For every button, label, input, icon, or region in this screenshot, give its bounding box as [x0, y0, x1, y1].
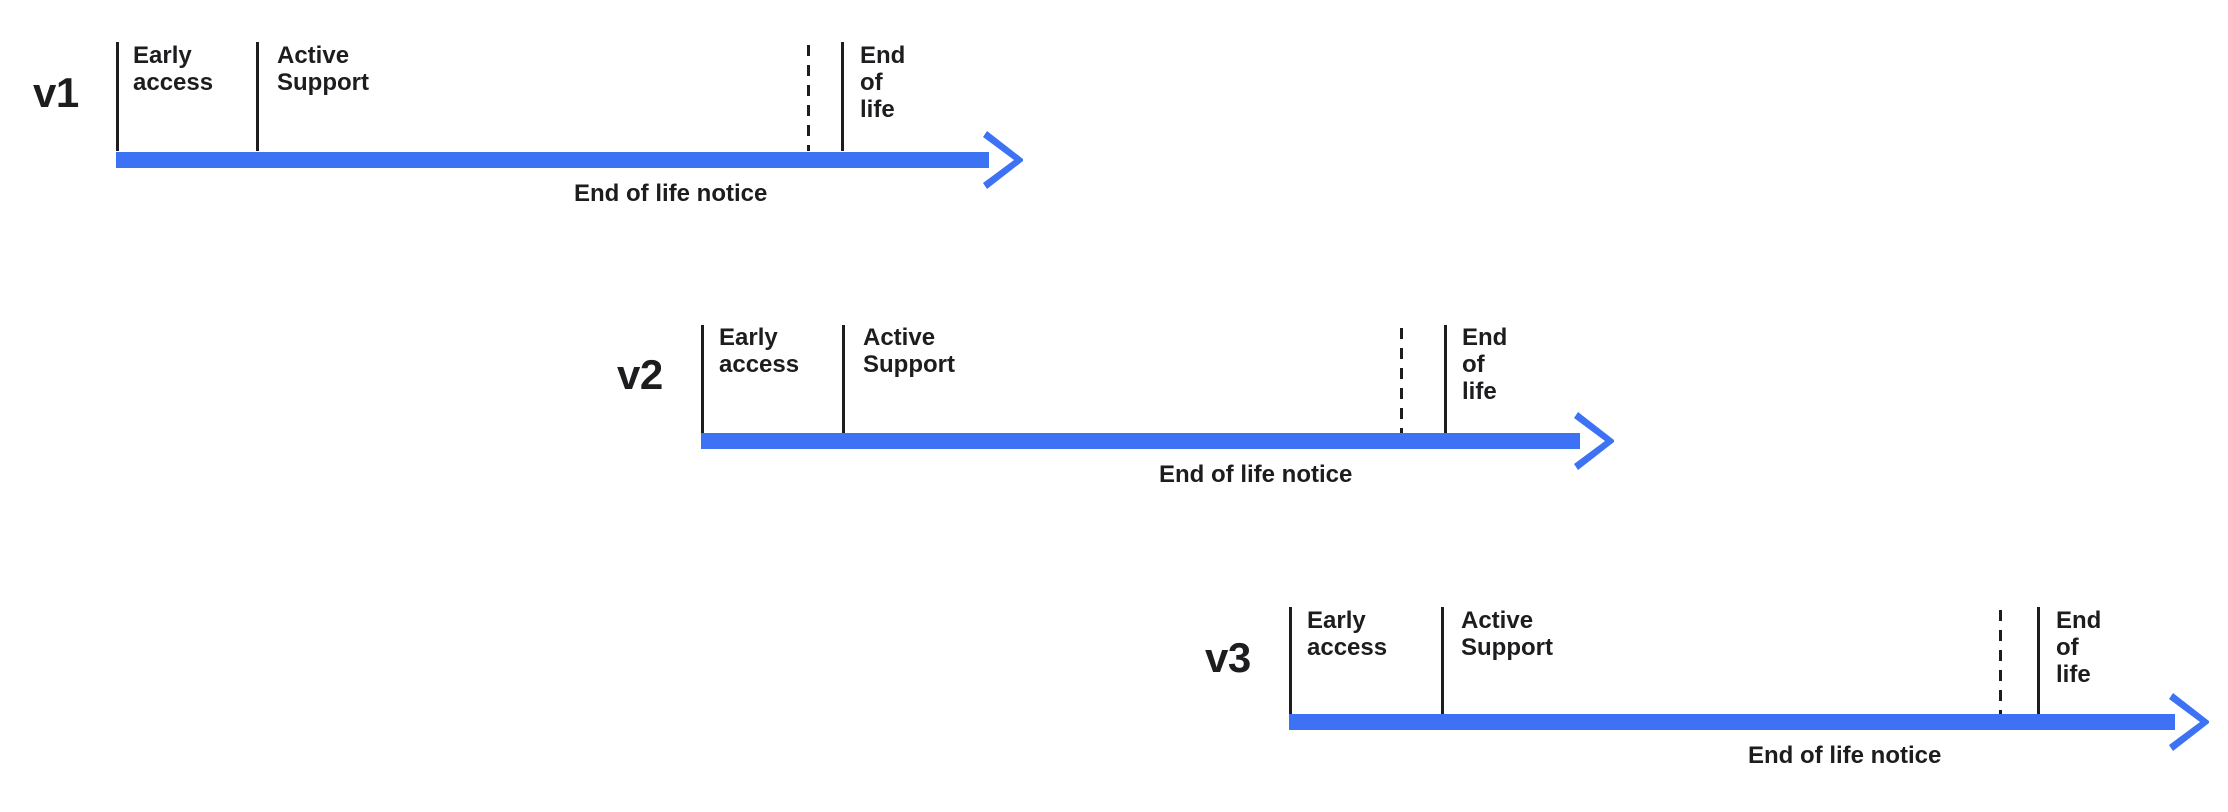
- phase-divider-start-v2: [701, 325, 704, 433]
- notice-divider-v3: [1999, 610, 2002, 715]
- lifecycle-track-v3: [1289, 714, 2175, 730]
- notice-divider-v2: [1400, 328, 1403, 433]
- version-label-v1: v1: [33, 69, 79, 116]
- phase-divider-active-support-v3: [1441, 607, 1444, 715]
- phase-label-early-access-v2: Early access: [719, 324, 800, 378]
- arrow-right-icon: [2167, 691, 2211, 753]
- phase-label-end-of-life-v3: End of life: [2056, 607, 2102, 688]
- arrow-right-icon: [981, 129, 1025, 191]
- notice-label-v3: End of life notice: [1748, 742, 1942, 769]
- phase-label-end-of-life-v2: End of life: [1462, 324, 1508, 405]
- arrow-right-icon: [1572, 410, 1616, 472]
- phase-divider-active-support-v2: [842, 325, 845, 433]
- phase-divider-end-of-life-v3: [2037, 607, 2040, 715]
- phase-divider-end-of-life-v1: [841, 42, 844, 151]
- phase-label-end-of-life-v1: End of life: [860, 42, 906, 123]
- phase-divider-active-support-v1: [256, 42, 259, 151]
- notice-divider-v1: [807, 45, 810, 151]
- phase-divider-start-v1: [116, 42, 119, 151]
- phase-label-active-support-v1: Active Support: [277, 42, 369, 96]
- version-label-v3: v3: [1205, 634, 1251, 681]
- phase-label-early-access-v1: Early access: [133, 42, 214, 96]
- notice-label-v1: End of life notice: [574, 180, 768, 207]
- version-label-v2: v2: [617, 351, 663, 398]
- phase-label-active-support-v3: Active Support: [1461, 607, 1553, 661]
- lifecycle-track-v2: [701, 433, 1580, 449]
- phase-label-active-support-v2: Active Support: [863, 324, 955, 378]
- phase-divider-start-v3: [1289, 607, 1292, 715]
- lifecycle-track-v1: [116, 152, 989, 168]
- phase-divider-end-of-life-v2: [1444, 325, 1447, 433]
- notice-label-v2: End of life notice: [1159, 461, 1353, 488]
- phase-label-early-access-v3: Early access: [1307, 607, 1388, 661]
